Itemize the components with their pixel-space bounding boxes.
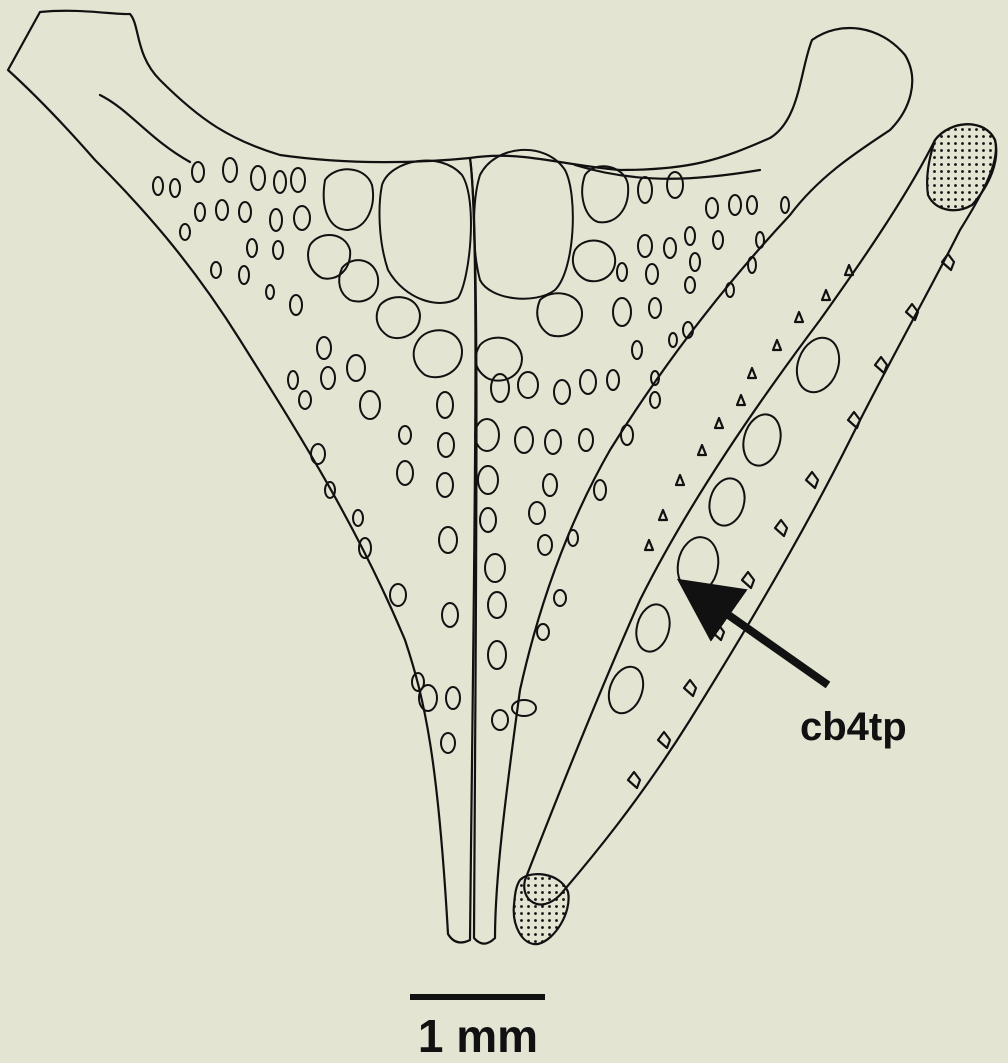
- right-plate-outline: [470, 28, 912, 944]
- right-plate-small-teeth: [475, 172, 789, 730]
- elongate-element-teeth: [603, 332, 847, 718]
- left-plate-outline: [8, 11, 475, 943]
- pointer-arrow: [690, 588, 828, 685]
- left-plate-small-teeth: [153, 158, 460, 753]
- central-large-teeth: [308, 150, 628, 381]
- stippled-tip-lower: [514, 874, 569, 944]
- scale-bar-label: 1 mm: [418, 1010, 538, 1062]
- left-plate-inner-curve: [100, 95, 190, 162]
- pointer-label: cb4tp: [800, 705, 907, 749]
- stippled-tip-upper: [927, 124, 996, 210]
